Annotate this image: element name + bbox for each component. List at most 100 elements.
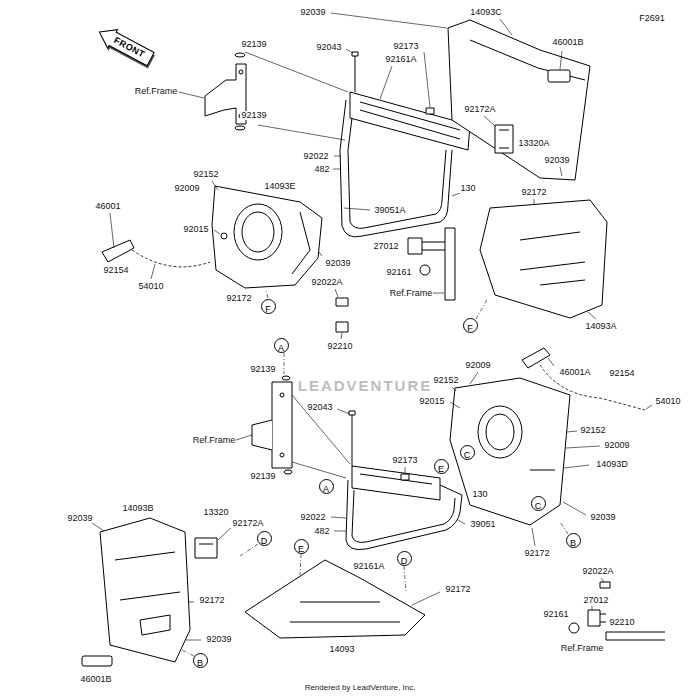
reference-letter: F — [467, 323, 473, 333]
callout-number: 14093 — [328, 645, 355, 654]
part-outline — [352, 415, 353, 466]
leader-line — [500, 19, 512, 35]
callout-number: 14093B — [121, 504, 154, 513]
reference-letter: C — [535, 501, 542, 511]
leader-line — [380, 66, 392, 99]
callout-number: 92039 — [543, 156, 570, 165]
assembly-line — [258, 125, 345, 140]
callout-number: 14093C — [469, 8, 503, 17]
callout-number: 482 — [313, 165, 330, 174]
callout-number: 482 — [313, 527, 330, 536]
part-outline — [360, 474, 432, 484]
reference-stub — [240, 544, 258, 556]
reference-letter: B — [570, 538, 576, 548]
callout-number: 92161A — [384, 55, 417, 64]
leader-line — [341, 333, 342, 339]
leader-line — [564, 465, 589, 468]
reference-circle: B — [566, 533, 581, 548]
reference-circle: E — [294, 539, 309, 554]
part-outline — [212, 186, 322, 288]
assembly-line — [292, 462, 346, 478]
part-outline — [284, 470, 292, 474]
part-outline — [569, 623, 579, 633]
reference-stub — [266, 290, 268, 298]
callout-number: 13320 — [202, 508, 229, 517]
callout-number: 92173 — [392, 42, 419, 51]
part-outline — [348, 118, 446, 228]
part-outline — [282, 376, 290, 380]
reference-letter: B — [197, 658, 203, 668]
leader-line — [566, 446, 600, 448]
part-outline — [336, 298, 348, 306]
leader-line — [218, 527, 232, 540]
leader-line — [560, 167, 562, 176]
reference-circle: C — [460, 445, 475, 460]
part-outline — [522, 348, 550, 368]
leader-line — [110, 213, 114, 248]
callout-number: 92154 — [608, 369, 635, 378]
callout-number: 92172A — [231, 519, 264, 528]
assembly-line — [245, 52, 348, 92]
callout-number: 92210 — [326, 342, 353, 351]
callout-number: 92015 — [182, 225, 209, 234]
callout-number: 92161 — [542, 610, 569, 619]
reference-circle: C — [531, 496, 546, 511]
part-outline — [349, 411, 355, 415]
callout-number: 92172 — [225, 294, 252, 303]
figure-code: F2691 — [638, 14, 666, 23]
leader-line — [532, 528, 535, 546]
callout-number: 92172A — [463, 105, 496, 114]
leader-line — [601, 578, 604, 582]
callout-number: 92172 — [520, 188, 547, 197]
leader-line — [92, 13, 652, 640]
leader-line — [331, 13, 447, 28]
part-outline — [588, 610, 600, 626]
part-outline — [235, 126, 245, 130]
callout-number: 92009 — [603, 441, 630, 450]
part-outline — [448, 20, 590, 180]
callout-number: 92039 — [324, 259, 351, 268]
callout-number: 92161 — [385, 268, 412, 277]
part-outline — [340, 100, 452, 237]
callout-number: 92139 — [249, 472, 276, 481]
reference-circle: D — [257, 531, 272, 546]
leader-line — [335, 289, 338, 297]
part-outline — [355, 56, 356, 92]
callout-number: 92022A — [581, 567, 614, 576]
reference-circle: F — [463, 318, 478, 333]
part-outline — [115, 552, 180, 600]
leader-line — [452, 193, 460, 196]
front-arrow: FRONT — [94, 22, 155, 68]
callout-number: 92009 — [464, 361, 491, 370]
part-outline — [140, 615, 170, 635]
leader-line — [433, 293, 444, 294]
leader-line — [588, 312, 596, 319]
callout-number: 13320A — [517, 139, 550, 148]
callout-number: 130 — [471, 490, 488, 499]
reference-circle: B — [193, 653, 208, 668]
reference-stub — [560, 522, 568, 534]
part-outline — [408, 238, 422, 254]
reference-stub — [182, 650, 194, 656]
callout-number: 39051A — [373, 206, 406, 215]
leader-line — [405, 467, 406, 473]
callout-number: 92210 — [608, 618, 635, 627]
callout-number: 92039 — [299, 8, 326, 17]
leader-line — [344, 208, 370, 210]
reference-stub — [300, 554, 301, 575]
part-outline — [420, 265, 430, 275]
leader-line — [646, 405, 652, 409]
callout-number: 92152 — [192, 170, 219, 179]
part-outline — [352, 466, 440, 500]
leader-line — [346, 49, 353, 53]
part-outline — [426, 108, 434, 114]
callout-number: 92172 — [198, 596, 225, 605]
leader-line — [567, 431, 577, 432]
leader-line — [470, 372, 478, 384]
part-outline — [478, 406, 522, 458]
part-outline — [239, 70, 243, 74]
part-outline — [290, 602, 400, 622]
leader-line — [319, 252, 322, 256]
callout-number: 92009 — [173, 184, 200, 193]
part-outline — [272, 382, 292, 468]
